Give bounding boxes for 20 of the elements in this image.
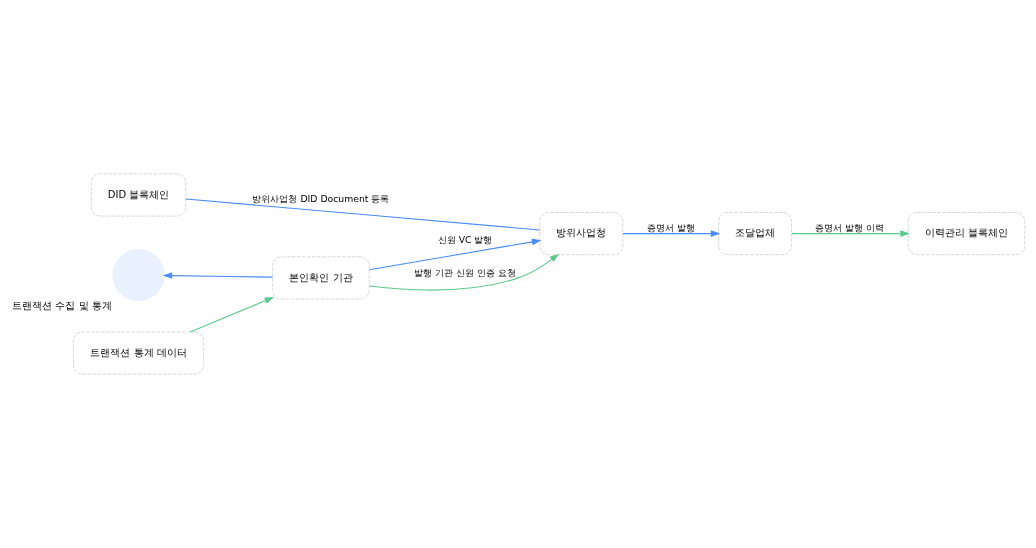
arrow [368, 238, 542, 271]
node-box: 본인확인 기관 [272, 256, 370, 300]
node-circle [112, 248, 165, 302]
arrow [162, 272, 274, 279]
edge-label: 증명서 발행 [646, 222, 695, 234]
arrow [189, 297, 275, 333]
node-box: 조달업체 [718, 212, 792, 256]
node-box: 방위사업청 [539, 212, 624, 256]
edge-label: 방위사업청 DID Document 등록 [252, 193, 390, 205]
node-box: 이력관리 블록체인 [907, 212, 1026, 256]
connector [185, 198, 541, 231]
arrow [791, 230, 910, 237]
arrow [622, 230, 721, 237]
node-label: 트랜잭션 수집 및 통계 [12, 299, 112, 311]
node-box: 트랜잭션 통계 데이터 [73, 331, 204, 375]
arrow [368, 253, 560, 291]
edge-label: 신원 VC 발행 [437, 234, 493, 246]
edge-label: 발행 기관 신원 인증 요청 [414, 267, 516, 279]
node-box: DID 블록체인 [91, 173, 187, 217]
edge-label: 증명서 발행 이력 [815, 222, 885, 234]
